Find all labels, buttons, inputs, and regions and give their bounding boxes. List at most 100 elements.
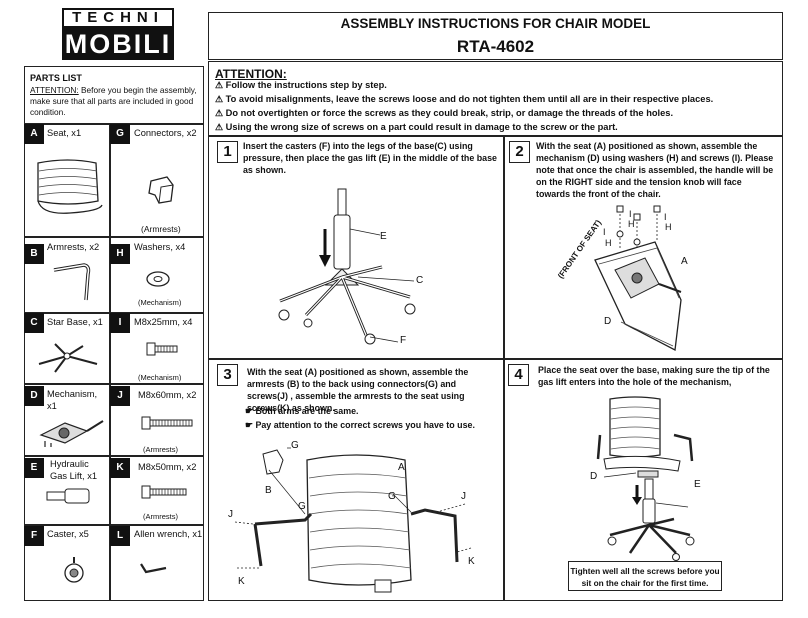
logo-top-text: TECHNI xyxy=(62,8,174,28)
diagram-label: G xyxy=(298,501,306,512)
part-sublabel: (Mechanism) xyxy=(138,298,182,307)
part-label: Washers, x4 xyxy=(134,242,186,252)
attention-item: ⚠ Using the wrong size of screws on a pa… xyxy=(215,122,618,133)
diagram-label: C xyxy=(416,275,424,286)
step-divider xyxy=(503,135,505,601)
diagram-label: H xyxy=(605,238,612,248)
part-letter: H xyxy=(110,244,130,264)
part-letter: G xyxy=(110,124,130,144)
diagram-label: K xyxy=(468,556,475,567)
logo-bottom-text: MOBILI xyxy=(62,28,174,60)
warning-triangle-icon: ⚠ xyxy=(215,94,224,104)
tip-box: Tighten well all the screws before you s… xyxy=(568,561,722,591)
attention-item: ⚠ To avoid misalignments, leave the scre… xyxy=(215,94,713,105)
pointing-hand-icon: ☛ xyxy=(245,406,253,416)
part-label: Mechanism, x1 xyxy=(47,389,98,411)
screw-m8x25-illustration xyxy=(146,342,178,356)
seat-illustration xyxy=(37,159,103,214)
parts-divider xyxy=(24,383,204,385)
parts-list-title: PARTS LIST xyxy=(30,73,82,83)
part-label: Connectors, x2 xyxy=(134,128,197,138)
step2-seat-diagram xyxy=(594,205,682,352)
step-number: 3 xyxy=(217,364,238,386)
attention-text: Using the wrong size of screws on a part… xyxy=(225,122,618,132)
diagram-label: K xyxy=(238,576,245,587)
caster-illustration xyxy=(64,557,84,583)
part-letter: D xyxy=(24,386,44,406)
part-letter: L xyxy=(110,526,130,546)
pointing-hand-icon: ☛ xyxy=(245,420,253,430)
washer-illustration xyxy=(146,271,170,287)
note-text: Before you begin the assembly, make sure… xyxy=(30,85,197,117)
attention-item: ⚠ Follow the instructions step by step. xyxy=(215,80,387,91)
main-box xyxy=(208,61,783,601)
mechanism-illustration xyxy=(39,420,104,447)
parts-divider xyxy=(24,455,204,457)
part-letter: C xyxy=(24,313,44,333)
parts-divider xyxy=(24,123,204,125)
attention-text: Follow the instructions step by step. xyxy=(225,80,387,90)
step1-base-diagram xyxy=(278,188,416,345)
diagram-label: H xyxy=(628,219,635,229)
page-title: ASSEMBLY INSTRUCTIONS FOR CHAIR MODEL xyxy=(340,16,651,31)
step-number: 1 xyxy=(217,141,238,163)
part-label: M8x60mm, x2 xyxy=(138,390,197,400)
diagram-label: J xyxy=(228,509,233,520)
diagram-label: I xyxy=(664,212,667,222)
step-3-text: With the seat (A) positioned as shown, a… xyxy=(247,367,469,413)
diagram-label: B xyxy=(265,485,272,496)
step-number: 2 xyxy=(509,141,530,163)
diagram-label: A xyxy=(398,462,405,473)
step-4-text: Place the seat over the base, making sur… xyxy=(538,365,770,387)
diagram-label: E xyxy=(694,479,701,490)
part-letter: J xyxy=(110,386,130,406)
step-divider xyxy=(208,135,783,137)
part-label: Armrests, x2 xyxy=(47,242,100,252)
diagram-label: D xyxy=(604,316,612,327)
warning-triangle-icon: ⚠ xyxy=(215,80,224,90)
part-letter: F xyxy=(24,526,44,546)
step-divider xyxy=(208,358,783,360)
parts-divider xyxy=(24,312,204,314)
part-label: M8x25mm, x4 xyxy=(134,317,193,327)
parts-list-box xyxy=(24,66,204,601)
parts-list-note: ATTENTION: Before you begin the assembly… xyxy=(30,85,200,118)
part-sublabel: (Armrests) xyxy=(141,224,181,234)
gas-lift-illustration xyxy=(46,488,90,504)
warning-triangle-icon: ⚠ xyxy=(215,108,224,118)
diagram-label: G xyxy=(388,491,396,502)
diagram-label: I xyxy=(629,209,632,219)
attention-text: Do not overtighten or force the screws a… xyxy=(225,108,674,118)
step-3-note: ☛ Both arms are the same. xyxy=(245,405,359,417)
diagram-label: D xyxy=(590,471,598,482)
part-letter: B xyxy=(24,244,44,264)
star-base-illustration xyxy=(38,343,98,373)
screw-m8x50-illustration xyxy=(141,485,187,499)
diagram-label: I xyxy=(603,227,606,237)
diagram-label: G xyxy=(291,440,299,451)
part-sublabel: (Mechanism) xyxy=(138,373,182,382)
warning-triangle-icon: ⚠ xyxy=(215,122,224,132)
part-sublabel: (Armrests) xyxy=(143,445,178,454)
diagram-label: F xyxy=(400,335,407,346)
step-3-note: ☛ Pay attention to the correct screws yo… xyxy=(245,419,475,431)
parts-divider xyxy=(24,236,204,238)
parts-divider xyxy=(109,123,111,601)
step-number: 4 xyxy=(508,364,529,386)
diagram-label: A xyxy=(681,256,688,267)
part-label: Allen wrench, x1 xyxy=(134,529,203,539)
parts-divider xyxy=(24,524,204,526)
step-2-text: With the seat (A) positioned as shown, a… xyxy=(536,141,774,199)
diagram-label: J xyxy=(461,491,466,502)
armrest-illustration xyxy=(53,263,91,301)
step-1-text: Insert the casters (F) into the legs of … xyxy=(243,141,497,175)
part-label: Caster, x5 xyxy=(47,529,89,539)
attention-heading: ATTENTION: xyxy=(215,67,287,81)
screw-m8x60-illustration xyxy=(141,416,193,430)
model-number: RTA-4602 xyxy=(456,37,535,56)
part-letter: A xyxy=(24,124,44,144)
connector-illustration xyxy=(148,176,174,204)
part-label: Seat, x1 xyxy=(47,128,82,138)
header-box xyxy=(208,12,783,60)
step3-armrest-diagram xyxy=(234,447,472,593)
